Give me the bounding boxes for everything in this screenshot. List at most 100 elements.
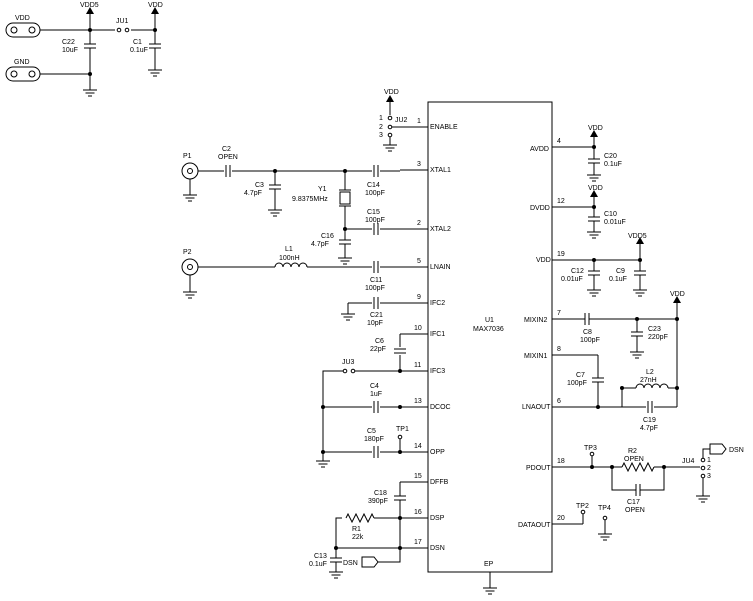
r1-value: 22k bbox=[352, 534, 364, 541]
junction-l2-left bbox=[620, 386, 624, 390]
ju1-pin-2 bbox=[124, 27, 130, 33]
ground-icon-c12 bbox=[586, 289, 602, 297]
c21-ref: C21 bbox=[370, 312, 383, 319]
c13-value: 0.1uF bbox=[309, 561, 327, 568]
gnd-terminal-hole-right bbox=[28, 70, 36, 78]
svg-text:20: 20 bbox=[557, 515, 565, 522]
svg-text:9: 9 bbox=[417, 294, 421, 301]
u1-ep-label: EP bbox=[484, 561, 494, 568]
c9-ref: C9 bbox=[616, 268, 625, 275]
ground-icon-c20 bbox=[586, 174, 602, 182]
junction-dcoc bbox=[398, 405, 402, 409]
ground-icon-c21 bbox=[340, 313, 356, 321]
junction-vdd-l2 bbox=[675, 317, 679, 321]
ju3-label: JU3 bbox=[342, 359, 355, 366]
ju2-pin-2 bbox=[387, 124, 393, 130]
c13-ref: C13 bbox=[314, 553, 327, 560]
vdd-label-l2: VDD bbox=[670, 291, 685, 298]
junction-c9 bbox=[638, 258, 642, 262]
svg-text:LNAIN: LNAIN bbox=[430, 264, 451, 271]
c2-symbol bbox=[225, 164, 231, 178]
l1-inductor-icon bbox=[274, 262, 308, 268]
ifc3-net bbox=[322, 370, 400, 461]
junction-dvdd bbox=[592, 205, 596, 209]
c11-symbol bbox=[373, 260, 379, 274]
c17-net bbox=[611, 467, 665, 496]
vdd5-label-top: VDD5 bbox=[80, 2, 99, 9]
junction-ifc3 bbox=[398, 369, 402, 373]
svg-text:DCOC: DCOC bbox=[430, 404, 451, 411]
svg-text:15: 15 bbox=[414, 473, 422, 480]
c12-value: 0.01uF bbox=[561, 276, 583, 283]
vdd-label-dvdd: VDD bbox=[588, 185, 603, 192]
c21-value: 10pF bbox=[367, 320, 383, 327]
junction-vdd5 bbox=[88, 28, 92, 32]
c18-ref: C18 bbox=[374, 490, 387, 497]
p1-connector bbox=[181, 162, 199, 180]
p1-label: P1 bbox=[183, 153, 192, 160]
tp2-pad bbox=[580, 509, 586, 515]
u1-part-number: MAX7036 bbox=[473, 326, 504, 333]
ground-icon-c23 bbox=[629, 351, 645, 359]
r2-value: OPEN bbox=[624, 456, 644, 463]
svg-text:5: 5 bbox=[417, 258, 421, 265]
c3-ref: C3 bbox=[255, 182, 264, 189]
svg-text:17: 17 bbox=[414, 539, 422, 546]
c17-ref: C17 bbox=[627, 499, 640, 506]
svg-text:8: 8 bbox=[557, 346, 561, 353]
ground-icon-c3 bbox=[267, 209, 283, 217]
ju4-pin-3-label: 3 bbox=[707, 473, 711, 480]
l2-inductor-icon bbox=[635, 383, 669, 389]
ground-icon-c13 bbox=[328, 571, 344, 579]
power-wires bbox=[40, 29, 155, 75]
vdd-label-ju2: VDD bbox=[384, 89, 399, 96]
dsp-net bbox=[335, 517, 400, 548]
c13-symbol bbox=[329, 557, 343, 563]
ju2-pin-1-label: 1 bbox=[379, 115, 383, 122]
svg-text:6: 6 bbox=[557, 398, 561, 405]
svg-text:7: 7 bbox=[557, 310, 561, 317]
svg-text:18: 18 bbox=[557, 458, 565, 465]
vdd-arrow-ju2 bbox=[386, 95, 394, 102]
c23-ref: C23 bbox=[648, 326, 661, 333]
c22-ref: C22 bbox=[62, 39, 75, 46]
svg-text:3: 3 bbox=[417, 161, 421, 168]
c19-ref: C19 bbox=[643, 417, 656, 424]
c7-symbol bbox=[591, 377, 605, 383]
dsn-net-flag-right bbox=[709, 443, 727, 455]
c8-ref: C8 bbox=[583, 329, 592, 336]
svg-text:XTAL2: XTAL2 bbox=[430, 226, 451, 233]
svg-text:MIXIN1: MIXIN1 bbox=[524, 353, 547, 360]
ju1-pin-1 bbox=[116, 27, 122, 33]
c1-ref: C1 bbox=[133, 39, 142, 46]
dsn-label-right: DSN bbox=[729, 447, 744, 454]
l2-ref: L2 bbox=[646, 369, 654, 376]
p2-connector-center bbox=[187, 264, 193, 270]
c10-ref: C10 bbox=[604, 211, 617, 218]
ground-icon-ifc3 bbox=[315, 460, 331, 468]
svg-text:XTAL1: XTAL1 bbox=[430, 167, 451, 174]
c22-value: 10uF bbox=[62, 47, 78, 54]
svg-text:DATAOUT: DATAOUT bbox=[518, 522, 551, 529]
c19-symbol bbox=[647, 400, 653, 414]
c20-value: 0.1uF bbox=[604, 161, 622, 168]
ground-icon-c22 bbox=[82, 89, 98, 97]
svg-text:IFC2: IFC2 bbox=[430, 300, 445, 307]
c11-ref: C11 bbox=[370, 277, 382, 284]
junction-c1 bbox=[153, 28, 157, 32]
tp1-pad bbox=[397, 434, 403, 440]
tp4-pad bbox=[602, 515, 608, 521]
ground-icon-p2 bbox=[182, 291, 198, 299]
vdd-terminal-label: VDD bbox=[15, 15, 30, 22]
dsn-net bbox=[336, 547, 401, 563]
p1-connector-center bbox=[187, 168, 193, 174]
ground-icon-c10 bbox=[586, 231, 602, 239]
tp2-label: TP2 bbox=[576, 503, 589, 510]
